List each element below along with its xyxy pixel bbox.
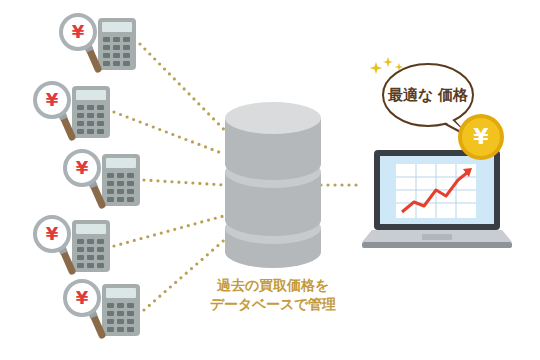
laptop-art [362, 150, 512, 250]
icon-art [62, 278, 144, 342]
database-cylinder: 過去の買取価格を データベースで管理 [225, 100, 321, 270]
icon-art [32, 80, 114, 144]
yen-mag: ¥ [65, 281, 99, 315]
price-check-icon: ¥ [58, 12, 140, 76]
db-art [225, 100, 321, 270]
dotted-connector [114, 216, 225, 246]
coin-text: ¥ [462, 118, 500, 156]
db-text: 過去の買取価格を データベースで管理 [203, 276, 343, 314]
yen-mag: ¥ [65, 151, 99, 185]
price-check-icon: ¥ [32, 214, 114, 278]
price-check-icon: ¥ [32, 80, 114, 144]
yen-coin: ¥ [458, 114, 504, 160]
icon-art [58, 12, 140, 76]
dotted-connector [144, 180, 225, 185]
price-check-icon: ¥ [62, 148, 144, 212]
dotted-connector [114, 112, 225, 154]
dotted-connector [321, 183, 362, 186]
dotted-connector [140, 44, 225, 131]
icon-art [32, 214, 114, 278]
yen-mag: ¥ [35, 83, 69, 117]
yen-mag: ¥ [35, 217, 69, 251]
price-check-icon: ¥ [62, 278, 144, 342]
laptop-computer: ¥ [362, 150, 512, 250]
icon-art [62, 148, 144, 212]
yen-mag: ¥ [61, 15, 95, 49]
